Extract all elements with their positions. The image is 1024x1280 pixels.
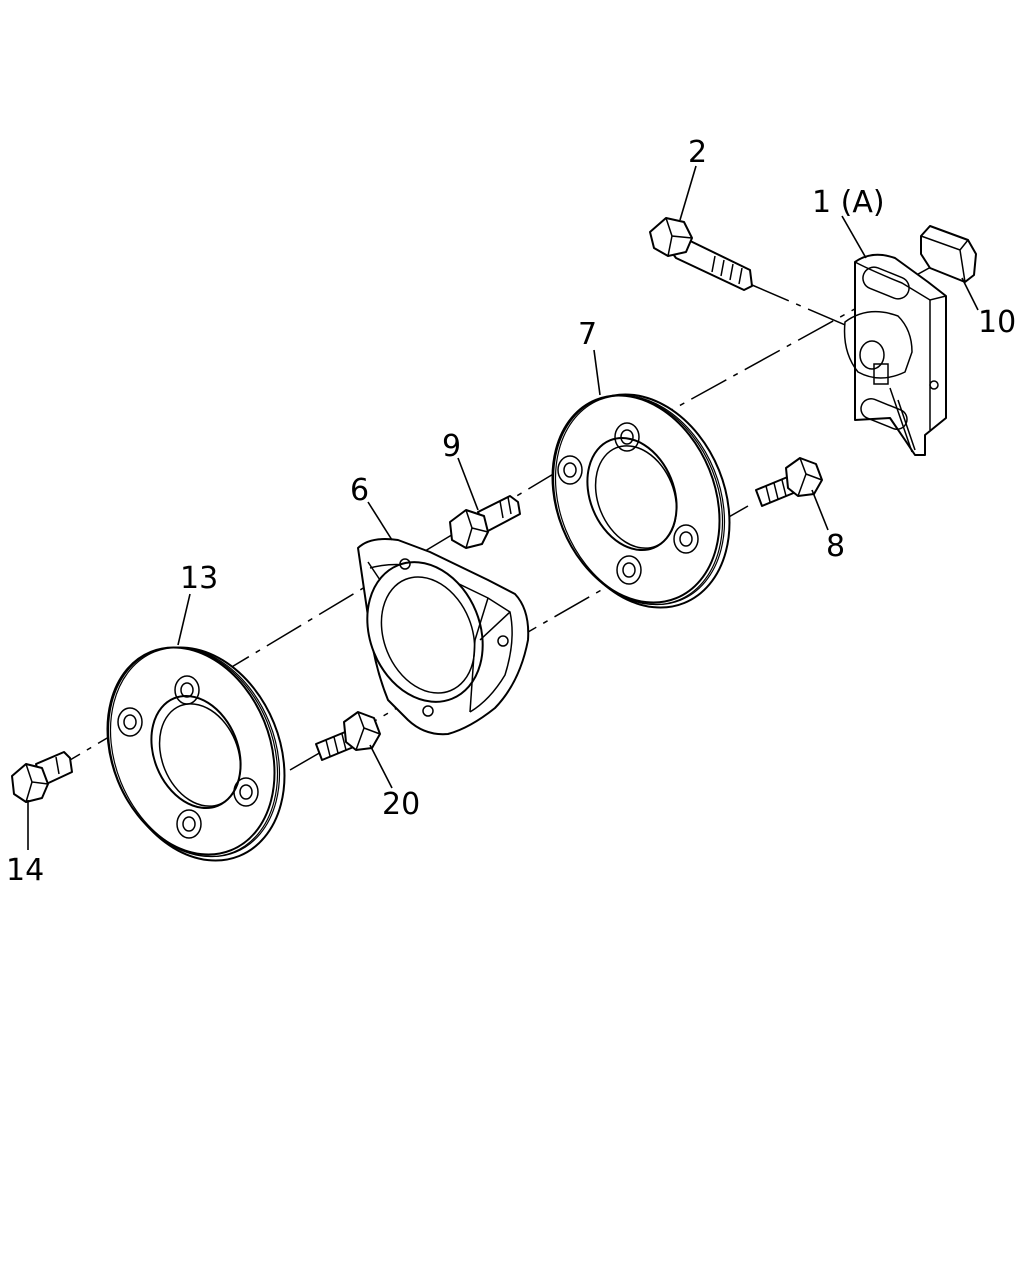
leader-lines	[27, 165, 979, 850]
callout-13: 13	[180, 561, 218, 596]
callout-1a: 1 (A)	[812, 185, 885, 220]
part-20-flange-bolt	[315, 711, 381, 761]
part-2-long-bolt	[649, 217, 753, 291]
part-9-short-bolt	[449, 495, 521, 549]
callout-7: 7	[578, 317, 597, 352]
part-7-coupling-disc	[551, 393, 731, 609]
part-10-key	[920, 225, 977, 283]
callout-labels: 2 1 (A) 10 7 9 6 8 13 20 14	[6, 135, 1016, 888]
callout-14: 14	[6, 853, 44, 888]
callout-8: 8	[826, 529, 845, 564]
part-1-bracket	[843, 253, 947, 456]
callout-20: 20	[382, 787, 420, 822]
part-13-coupling-disc	[106, 646, 286, 862]
part-14-bolt	[11, 751, 73, 803]
callout-9: 9	[442, 429, 461, 464]
part-6-flange-housing	[357, 538, 530, 736]
callout-10: 10	[978, 305, 1016, 340]
callout-2: 2	[688, 135, 707, 170]
part-8-flange-bolt	[755, 457, 823, 507]
callout-6: 6	[350, 473, 369, 508]
